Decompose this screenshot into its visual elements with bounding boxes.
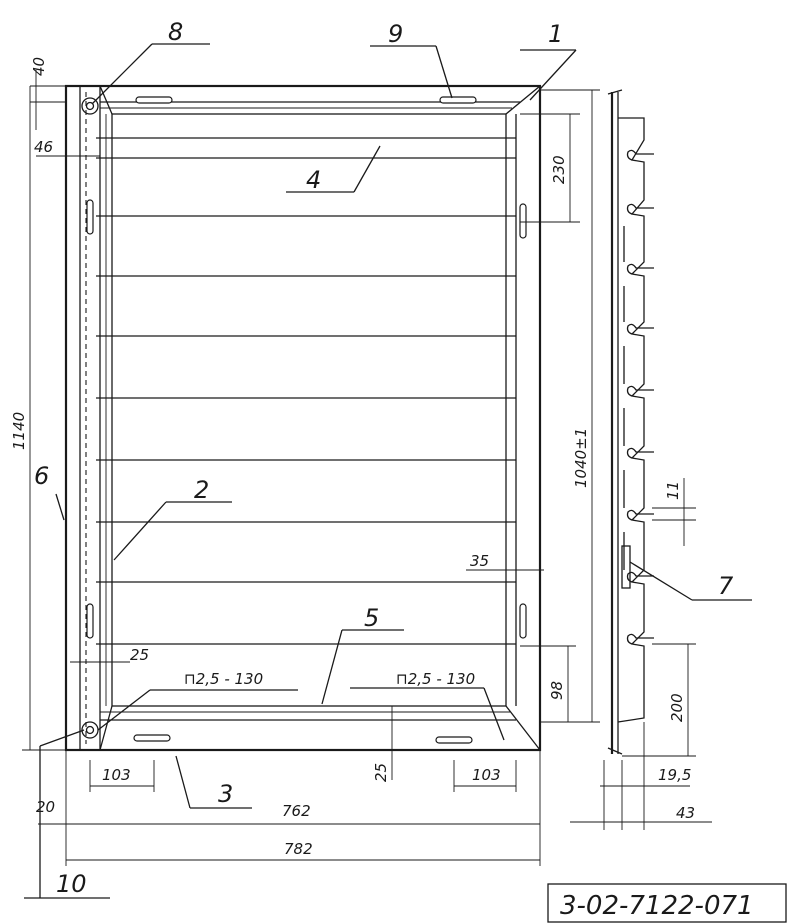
frame-bevel [99,705,113,751]
dim-103-left: 103 [102,766,131,784]
callout-leaders [24,43,752,899]
dim-25-bottom: 25 [372,763,390,782]
horizontal-slot [135,96,173,104]
dim-19-5: 19,5 [658,766,691,784]
frame-bevel [99,85,113,115]
vertical-slot [86,603,94,639]
dim-762: 762 [282,802,311,820]
callout-2: 2 [194,476,209,504]
side-plate-cap [607,747,623,755]
side-plate-cap [607,89,623,95]
callout-3: 3 [218,780,233,808]
vertical-slot [519,203,527,239]
title-block [547,883,787,923]
drawing-code: 3-02-7122-071 [560,891,754,921]
dim-43: 43 [676,804,695,822]
weld-note-right: ⊓2,5 - 130 [396,670,475,688]
mounting-hole-inner [85,101,95,111]
side-view [607,89,654,755]
vertical-slot [86,199,94,235]
dim-11: 11 [664,481,682,500]
horizontal-slot [439,96,477,104]
callout-5: 5 [364,604,379,632]
dim-1140: 1140 [10,412,28,450]
callout-9: 9 [388,20,403,48]
clip-item-7 [621,545,631,589]
dim-35: 35 [470,552,489,570]
horizontal-slot [133,734,171,742]
horizontal-slot [435,736,473,744]
dim-1040: 1040±1 [572,428,590,488]
blade-hooks [626,149,654,645]
dim-40: 40 [30,57,48,76]
dim-230: 230 [550,155,568,184]
dim-25-left: 25 [130,646,149,664]
callout-7: 7 [718,572,734,600]
frame-bevel [505,705,541,751]
weld-note-left: ⊓2,5 - 130 [184,670,263,688]
dim-20: 20 [36,798,55,816]
callout-4: 4 [306,166,321,194]
frame-bevel [505,85,541,115]
outer-frame [64,84,542,752]
callout-1: 1 [548,20,563,48]
callout-6: 6 [34,462,49,490]
dim-200: 200 [668,693,686,722]
dim-103-right: 103 [472,766,501,784]
inner-opening [111,113,507,707]
dim-46: 46 [34,138,53,156]
dim-782: 782 [284,840,313,858]
dimension-lines [22,70,712,866]
dim-98: 98 [548,681,566,700]
callout-10: 10 [56,870,87,898]
front-view [64,84,542,752]
louvre-blades [96,137,516,645]
callout-8: 8 [168,18,183,46]
mounting-hole [81,97,99,115]
mounting-hole-inner [85,725,95,735]
mounting-hole [81,721,99,739]
vertical-slot [519,603,527,639]
